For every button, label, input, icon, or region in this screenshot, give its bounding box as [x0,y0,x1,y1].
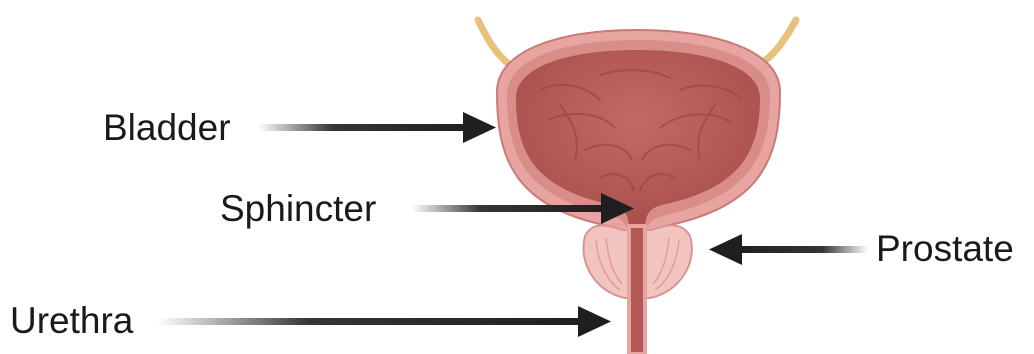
arrow-urethra [158,306,611,337]
label-urethra: Urethra [10,302,133,339]
urethra-tube [629,226,645,354]
label-sphincter: Sphincter [220,190,376,227]
label-bladder: Bladder [103,109,231,146]
label-prostate: Prostate [876,230,1014,267]
arrow-bladder [258,112,496,143]
arrow-prostate [709,234,868,265]
